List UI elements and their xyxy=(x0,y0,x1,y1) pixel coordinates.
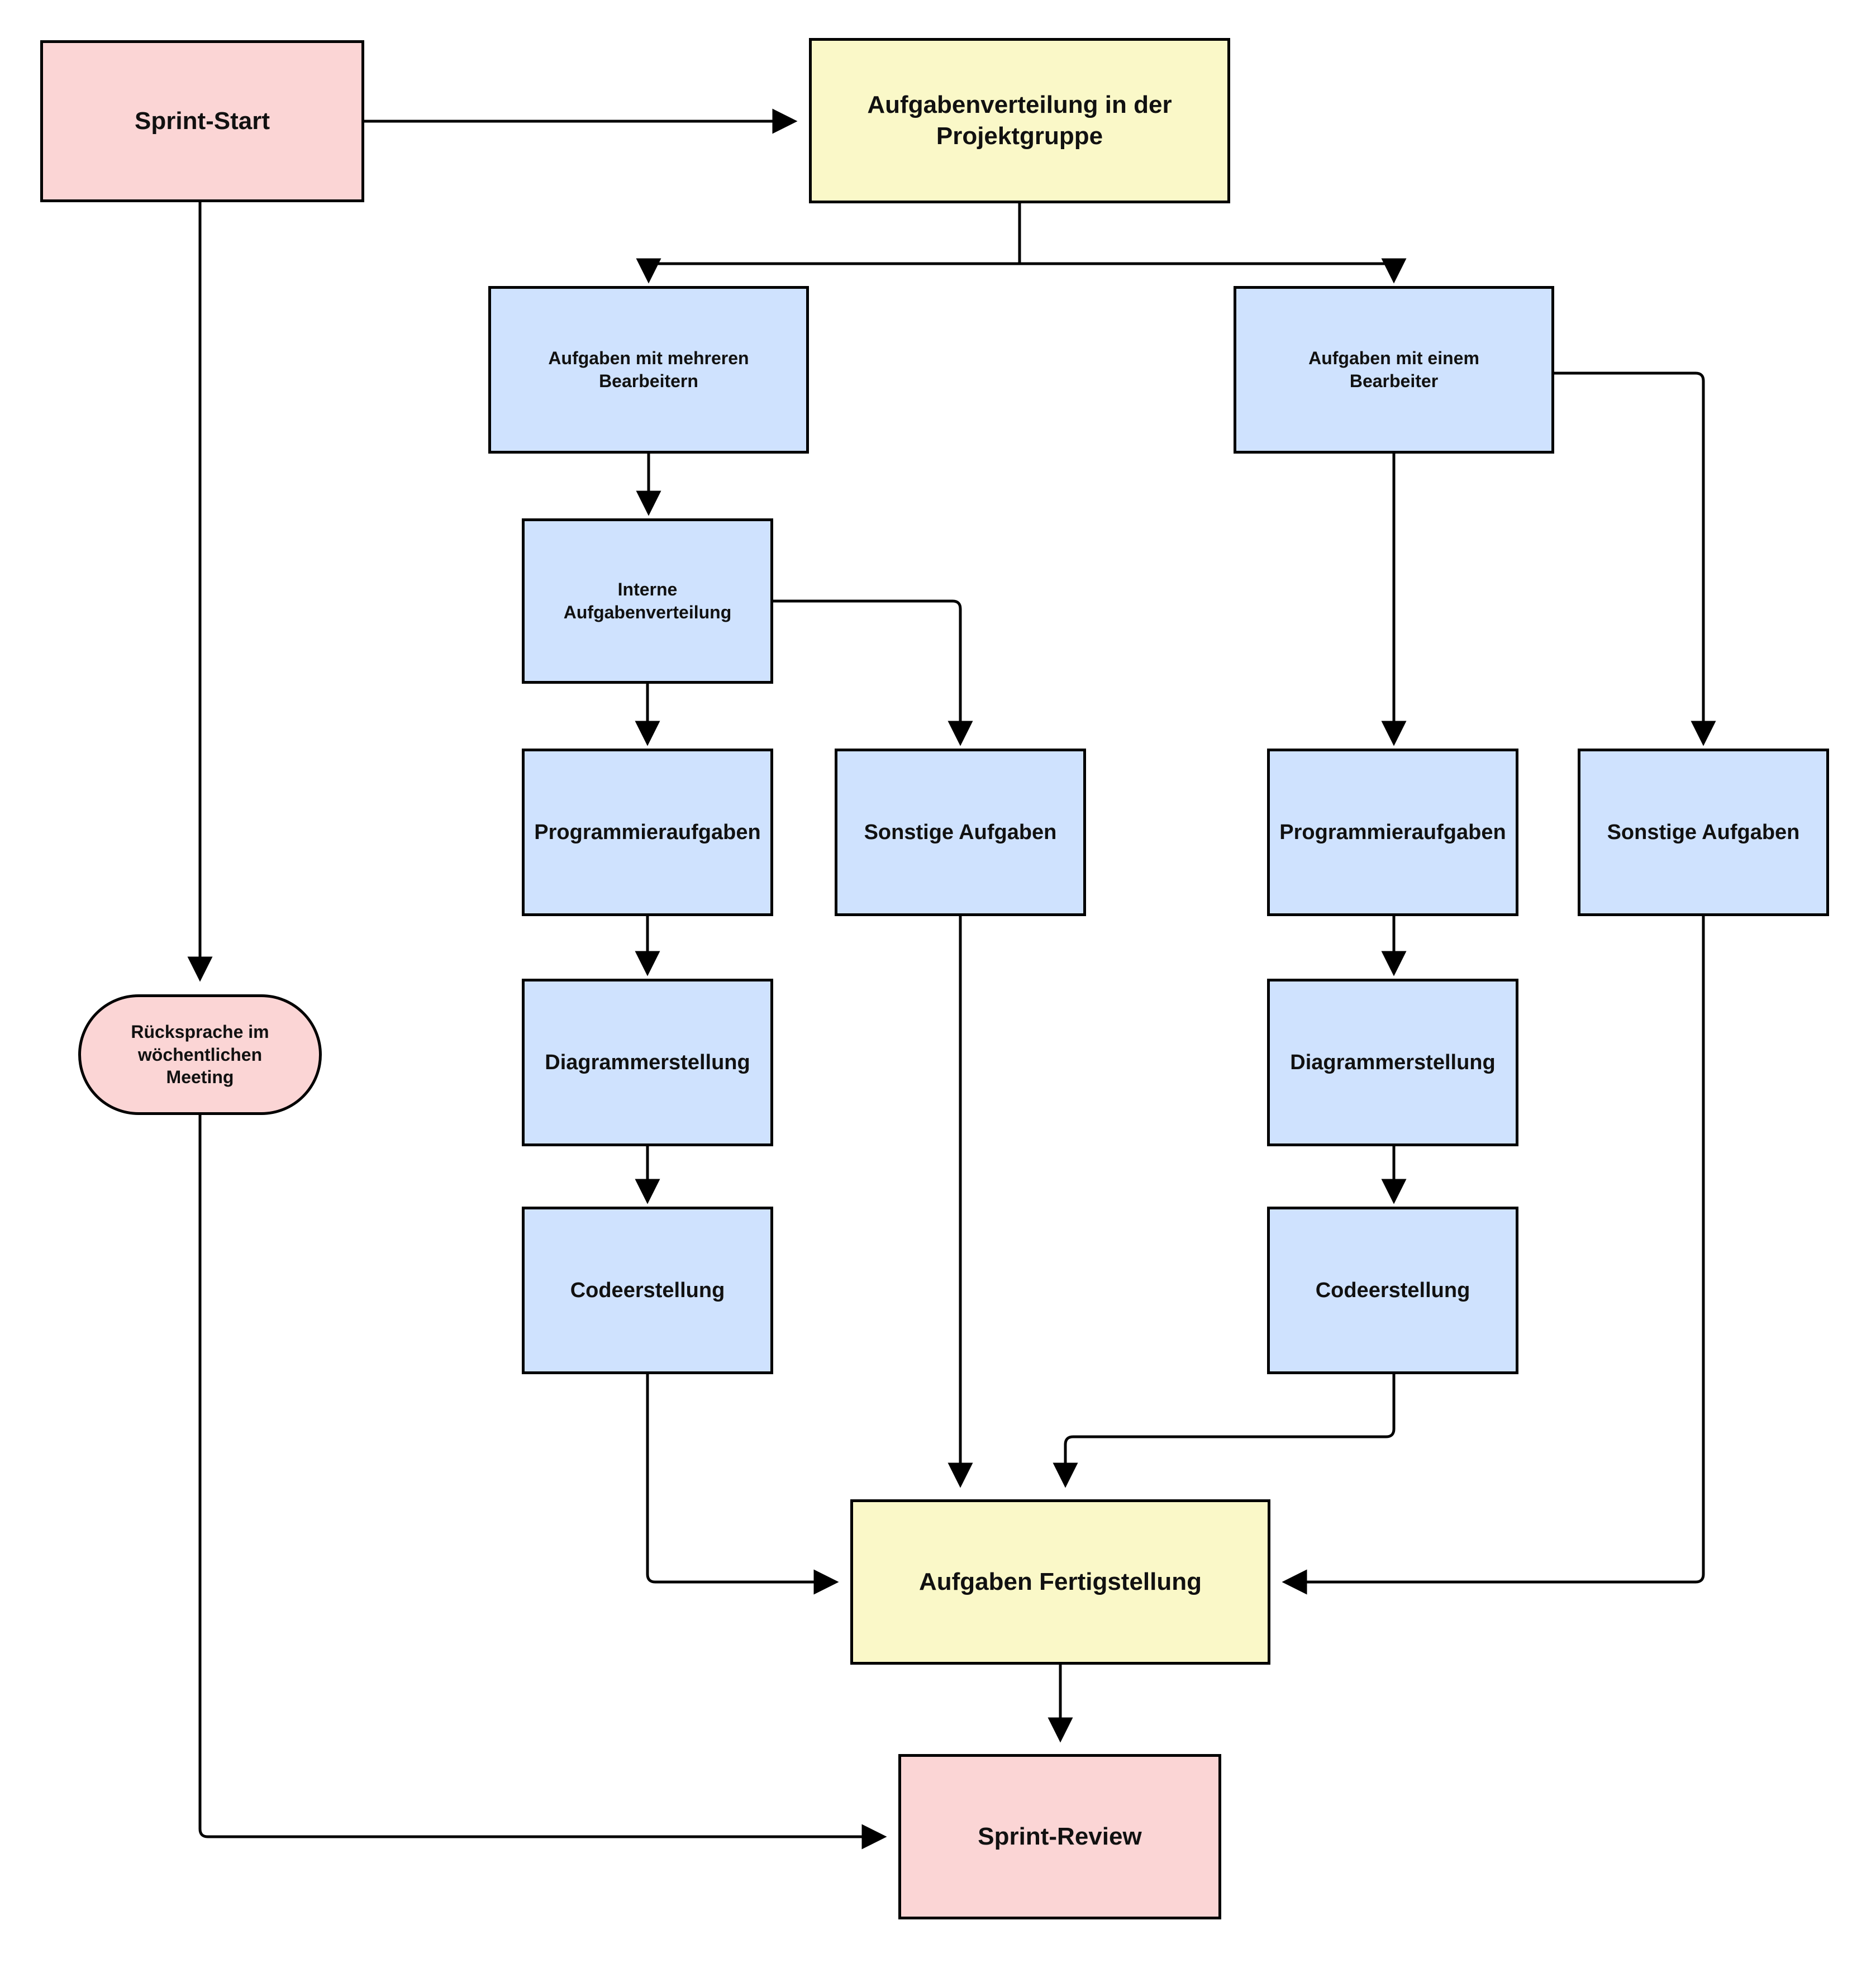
node-diagrammerstellung-links[interactable]: Diagrammerstellung xyxy=(522,979,773,1146)
node-sonstige-aufgaben-rechts[interactable]: Sonstige Aufgaben xyxy=(1578,749,1829,916)
node-aufgaben-mit-mehreren-bearbeitern[interactable]: Aufgaben mit mehreren Bearbeitern xyxy=(488,286,809,454)
node-aufgaben-mit-einem-bearbeiter[interactable]: Aufgaben mit einem Bearbeiter xyxy=(1234,286,1554,454)
edge-aufgabenverteilung-to-ein xyxy=(1020,258,1407,284)
edge-code-rechts-to-fertigstellung xyxy=(1053,1374,1396,1488)
edge-interne-to-sonstige-links xyxy=(773,599,973,746)
edge-aufgabenverteilung-to-mehrere xyxy=(647,262,1020,273)
node-sprint-review[interactable]: Sprint-Review xyxy=(898,1754,1221,1919)
node-codeerstellung-rechts[interactable]: Codeerstellung xyxy=(1267,1207,1518,1374)
node-ruecksprache-im-woechentlichen-meeting[interactable]: Rücksprache im wöchentlichen Meeting xyxy=(78,994,322,1115)
node-programmieraufgaben-rechts[interactable]: Programmieraufgaben xyxy=(1267,749,1518,916)
edge-ein-to-sonstige-rechts xyxy=(1554,371,1716,746)
node-aufgabenverteilung-in-der-projektgruppe[interactable]: Aufgabenverteilung in der Projektgruppe xyxy=(809,38,1230,203)
node-aufgaben-fertigstellung[interactable]: Aufgaben Fertigstellung xyxy=(850,1499,1270,1665)
edge-code-links-to-fertigstellung xyxy=(646,1374,839,1595)
node-interne-aufgabenverteilung[interactable]: Interne Aufgabenverteilung xyxy=(522,518,773,684)
node-sonstige-aufgaben-links[interactable]: Sonstige Aufgaben xyxy=(835,749,1086,916)
node-diagrammerstellung-rechts[interactable]: Diagrammerstellung xyxy=(1267,979,1518,1146)
node-codeerstellung-links[interactable]: Codeerstellung xyxy=(522,1207,773,1374)
node-sprint-start[interactable]: Sprint-Start xyxy=(40,40,364,202)
node-programmieraufgaben-links[interactable]: Programmieraufgaben xyxy=(522,749,773,916)
